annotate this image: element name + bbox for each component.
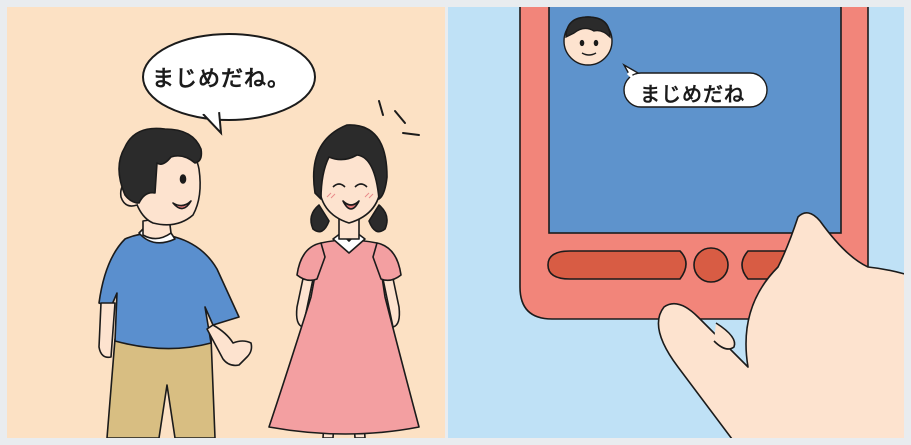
right-panel-illustration (519, 7, 904, 438)
left-comic-panel: まじめだね。 (7, 7, 445, 438)
boy-avatar-icon (563, 16, 613, 66)
chat-message-text: まじめだね (640, 82, 745, 106)
right-comic-panel: まじめだね (448, 7, 904, 438)
emphasis-lines (378, 100, 420, 136)
girl-character (268, 124, 420, 438)
left-panel-illustration (98, 33, 420, 438)
chat-bubble (622, 63, 768, 108)
hand-holding-phone (657, 212, 904, 438)
speech-bubble-text: まじめだね。 (152, 67, 291, 92)
speech-bubble (142, 33, 316, 136)
boy-character (98, 127, 253, 438)
